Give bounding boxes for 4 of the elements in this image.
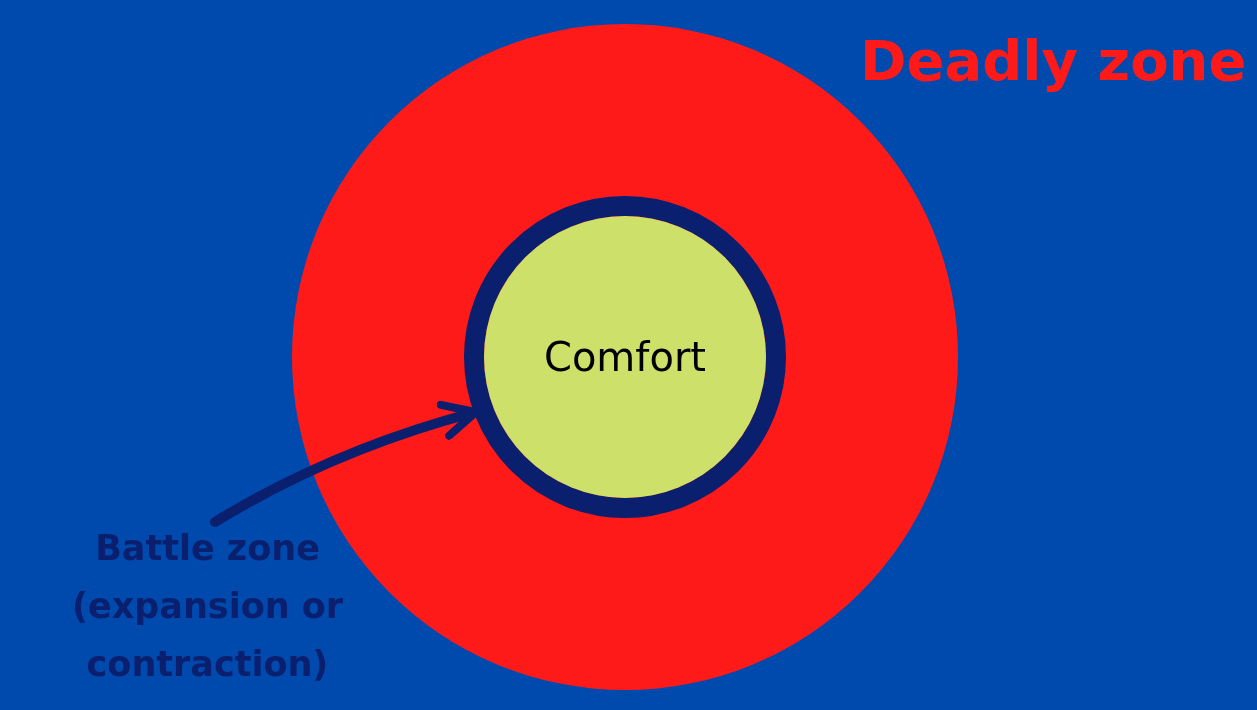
zone-title: Deadly zone (860, 28, 1247, 93)
ring-circle (464, 196, 786, 518)
callout-text: Battle zone (expansion or contraction) (50, 522, 365, 692)
zone-label: Comfort (543, 334, 707, 380)
